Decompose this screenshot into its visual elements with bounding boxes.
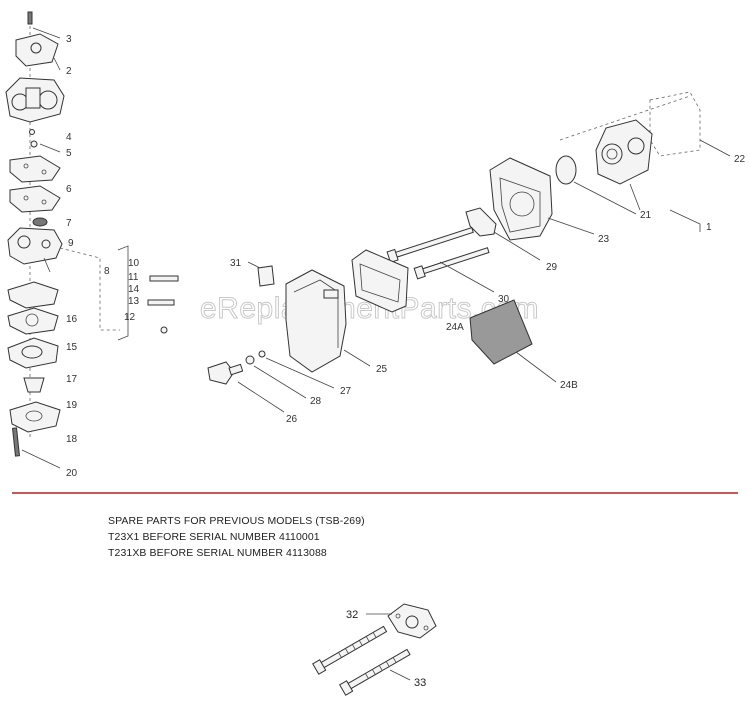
part-label: 26 [286, 414, 298, 425]
part-label: 14 [128, 284, 140, 295]
model-note: T23X1 BEFORE SERIAL NUMBER 4110001 [108, 531, 320, 543]
part-label: 23 [598, 234, 610, 245]
part-label: 27 [340, 386, 352, 397]
spare-part-labels: 32 33 [346, 609, 426, 689]
part-label: 1 [706, 222, 712, 233]
part-label: 8 [104, 266, 110, 277]
part-label: 21 [640, 210, 652, 221]
part-label: 11 [128, 272, 139, 283]
part-label: 3 [66, 34, 72, 45]
part-label: 10 [128, 258, 140, 269]
spare-parts-drawing [312, 603, 437, 696]
left-part-labels: 3 2 4 5 6 7 9 8 10 11 14 13 12 16 15 17 … [66, 34, 140, 479]
part-label: 24B [560, 380, 578, 391]
part-label: 19 [66, 400, 78, 411]
part-label: 13 [128, 296, 140, 307]
left-carburetor-stack [5, 11, 179, 469]
part-label: 25 [376, 364, 388, 375]
part-label: 5 [66, 148, 72, 159]
part-label: 30 [498, 294, 510, 305]
part-label: 2 [66, 66, 72, 77]
part-label: 12 [124, 312, 136, 323]
right-assembly [207, 91, 731, 413]
part-label: 9 [68, 238, 74, 249]
spare-parts-heading: SPARE PARTS FOR PREVIOUS MODELS (TSB-269… [108, 515, 365, 527]
part-label: 29 [546, 262, 558, 273]
part-label: 4 [66, 132, 72, 143]
part-label: 24A [446, 322, 464, 333]
part-label: 16 [66, 314, 78, 325]
part-label: 7 [66, 218, 72, 229]
model-note: T231XB BEFORE SERIAL NUMBER 4113088 [108, 547, 327, 559]
part-label: 18 [66, 434, 78, 445]
part-label: 20 [66, 468, 78, 479]
part-label: 31 [230, 258, 242, 269]
part-label: 22 [734, 154, 746, 165]
part-label: 17 [66, 374, 78, 385]
part-label: 28 [310, 396, 322, 407]
part-label: 32 [346, 609, 358, 621]
right-part-labels: 22 1 21 23 29 30 31 24A 24B 25 27 28 26 [230, 154, 746, 425]
part-label: 6 [66, 184, 72, 195]
part-label: 15 [66, 342, 78, 353]
part-label: 33 [414, 677, 426, 689]
